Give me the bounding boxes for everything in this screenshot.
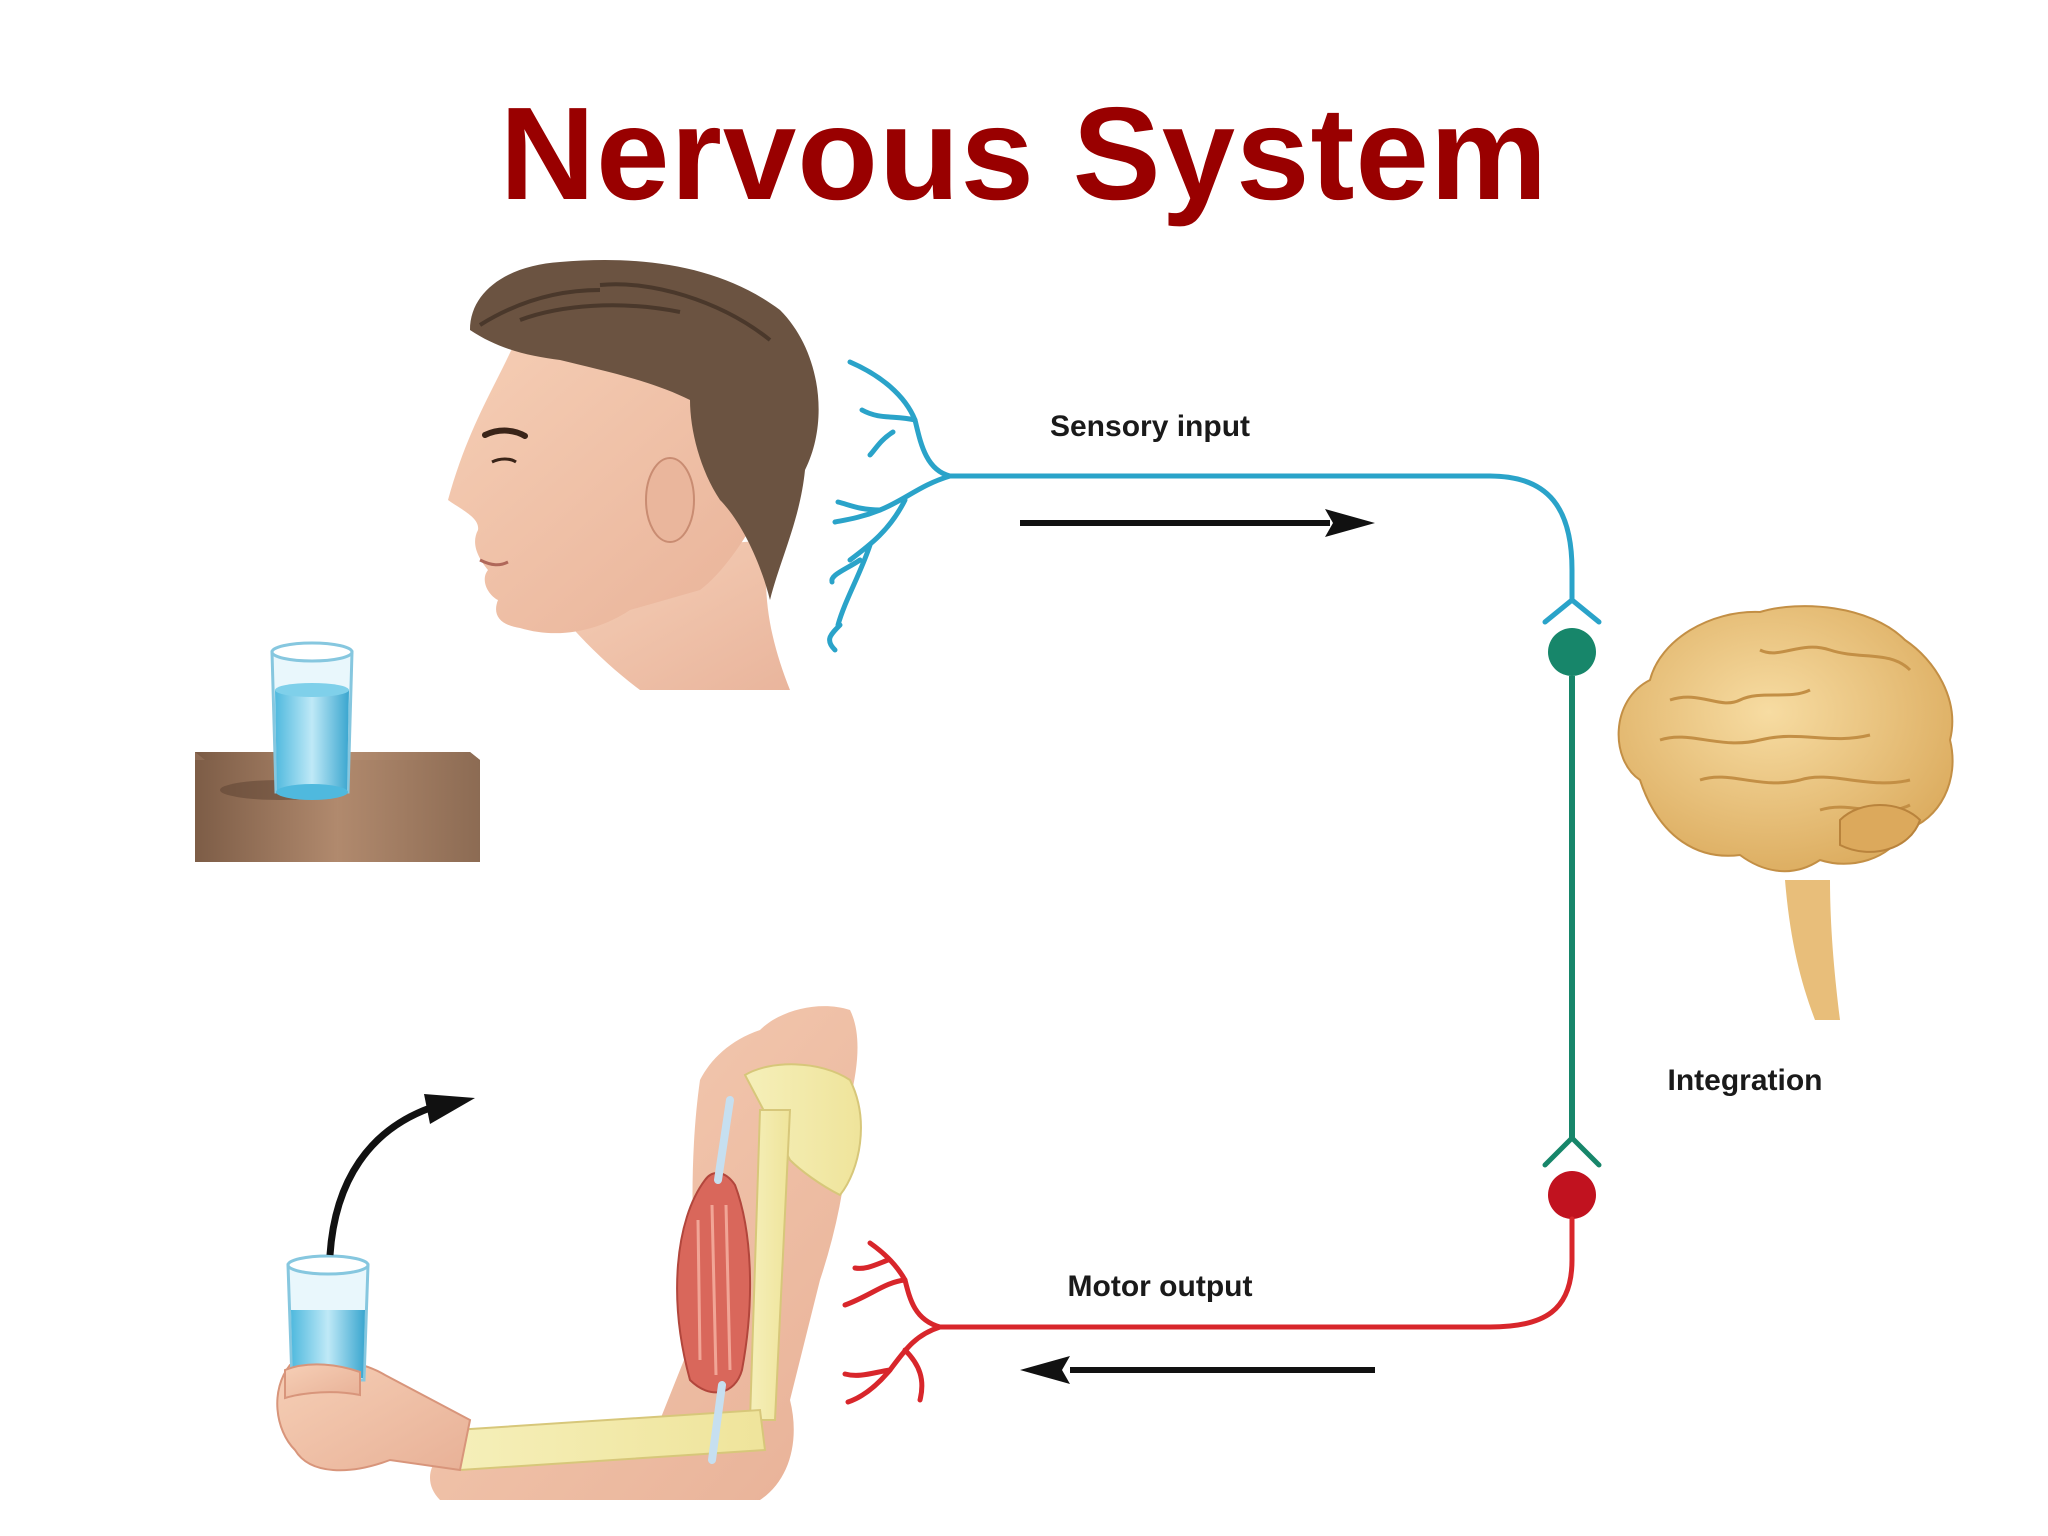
sensory-arrowhead: [1325, 509, 1375, 537]
motor-nerve: [842, 1171, 1596, 1405]
lift-arrowhead: [424, 1094, 475, 1124]
arm-illustration: [276, 1006, 862, 1500]
sensory-input-label: Sensory input: [1050, 410, 1250, 443]
head-illustration: [448, 259, 819, 690]
motor-arrowhead: [1020, 1356, 1070, 1384]
integration-label: Integration: [1668, 1064, 1823, 1097]
sensory-nerve: [827, 359, 1602, 653]
motor-output-label: Motor output: [1068, 1270, 1253, 1303]
glass-on-table-illustration: [195, 641, 480, 862]
integration-nerve: [1542, 628, 1602, 1168]
page-title: Nervous System: [499, 80, 1549, 227]
brain-illustration: [1617, 605, 1954, 1020]
